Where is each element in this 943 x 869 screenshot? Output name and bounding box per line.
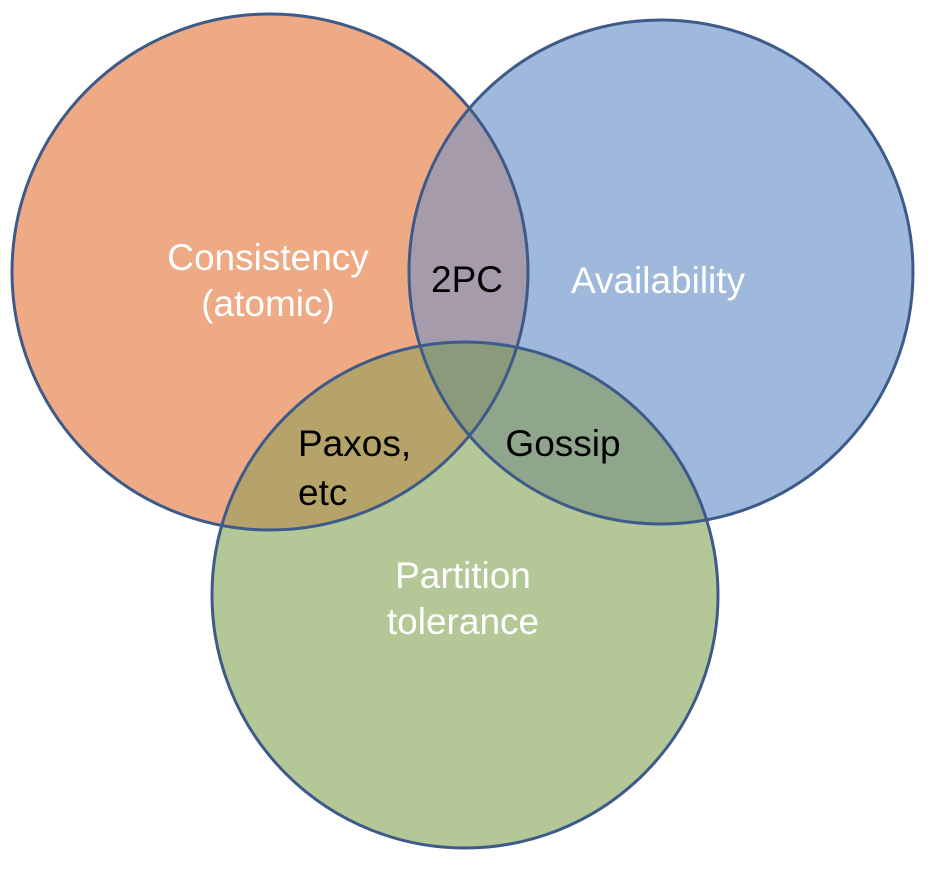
paxos-etc-label: etc	[298, 472, 347, 513]
gossip-label: Gossip	[505, 423, 620, 464]
consistency-outline	[10, 12, 530, 532]
partition-tolerance-outline	[210, 340, 720, 850]
availability-partition-overlap	[409, 342, 718, 524]
two-phase-commit-label: 2PC	[431, 259, 503, 300]
consistency-sublabel: (atomic)	[201, 283, 335, 324]
consistency-label: Consistency	[167, 237, 369, 278]
paxos-label: Paxos,	[298, 423, 411, 464]
availability-outline	[407, 18, 915, 526]
availability-label: Availability	[571, 260, 746, 301]
consistency-partition-overlap	[212, 342, 528, 530]
partition-tolerance-label: Partition	[395, 555, 531, 596]
partition-tolerance-sublabel: tolerance	[387, 601, 539, 642]
